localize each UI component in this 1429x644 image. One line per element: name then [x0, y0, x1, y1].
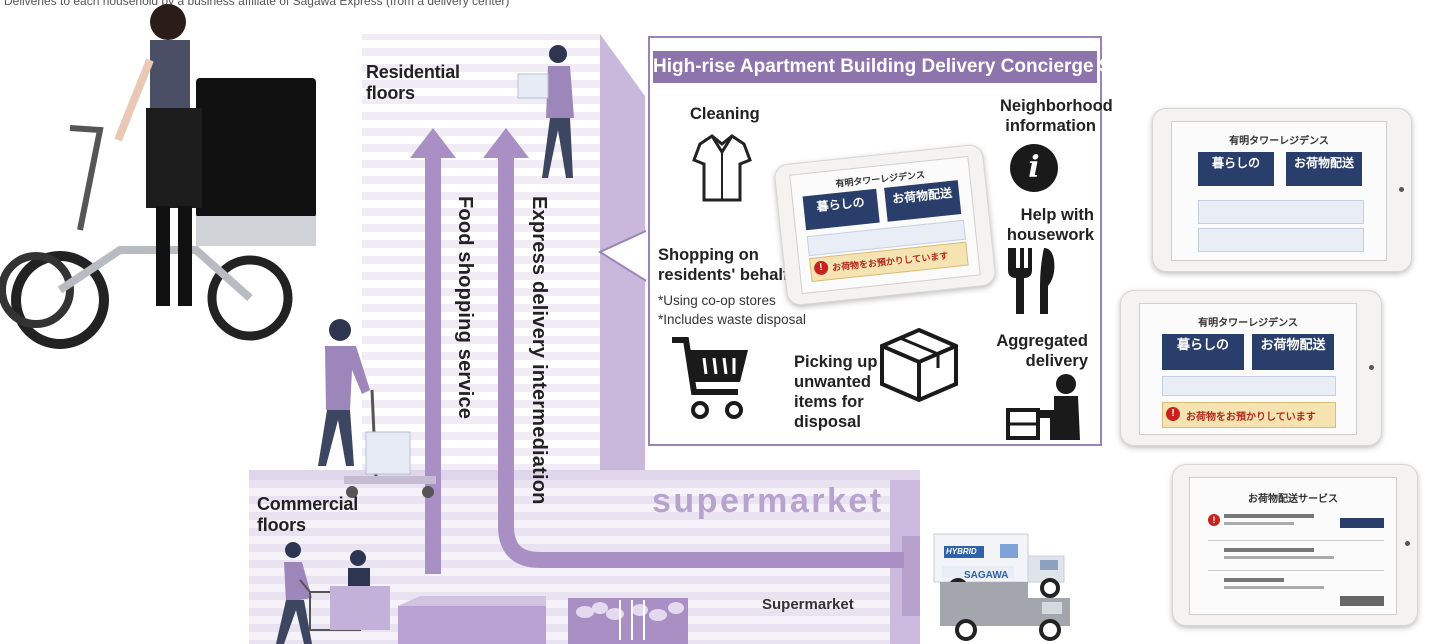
tablet-3-back-button[interactable]: [1340, 596, 1384, 606]
tablet-3: お荷物配送サービス !: [1172, 464, 1418, 626]
tablet-2-alert[interactable]: [1162, 402, 1336, 428]
tablet-3-row-2: [1224, 548, 1314, 552]
top-caption: Deliveries to each household by a busine…: [4, 0, 510, 8]
tablet-2-living-button[interactable]: 暮らしの: [1162, 334, 1244, 370]
panel-parcel-button[interactable]: お荷物配送: [884, 180, 962, 222]
fork-knife-icon: [1008, 248, 1055, 314]
tablet-1-parcel-button[interactable]: お荷物配送: [1286, 152, 1362, 186]
service-picking-label: Picking up unwanted items for disposal: [794, 353, 878, 431]
tablet-1-screen: 有明タワーレジデンス 暮らしの お荷物配送: [1171, 121, 1387, 261]
produce-bin: [568, 598, 688, 644]
person-carrying-box: [517, 45, 574, 178]
tablet-2: 有明タワーレジデンス 暮らしの お荷物配送 ! お荷物をお預かりしています: [1120, 290, 1382, 446]
tablet-3-row-1b: [1224, 522, 1294, 525]
food-arrow-shaft: [425, 150, 441, 574]
delivery-bike-rider: [0, 4, 316, 349]
note-coop: *Using co-op stores: [658, 293, 776, 308]
tablet-2-screen: 有明タワーレジデンス 暮らしの お荷物配送 ! お荷物をお預かりしています: [1139, 303, 1357, 435]
tablet-3-row-1: [1224, 514, 1314, 518]
truck-brand: SAGAWA: [964, 570, 1009, 581]
panel-living-button[interactable]: 暮らしの: [802, 188, 880, 231]
tablet-2-parcel-button[interactable]: お荷物配送: [1252, 334, 1334, 370]
express-arrow-shaft: [498, 150, 904, 568]
truck-hybrid: HYBRID: [946, 547, 977, 556]
tablet-3-row-3b: [1224, 586, 1324, 589]
info-icon: i: [1010, 144, 1058, 192]
service-shopping-label: Shopping on residents' behalf: [658, 246, 789, 284]
podium-top: [249, 470, 920, 480]
person-with-cart: [318, 319, 436, 498]
service-housework-label: Help with housework: [1006, 206, 1094, 244]
service-cleaning-label: Cleaning: [690, 105, 760, 123]
panel-tablet-screen: 有明タワーレジデンス 暮らしの お荷物配送 ! お荷物をお預かりしています: [789, 155, 981, 295]
tablet-1-notice-bar: [1198, 200, 1364, 224]
supermarket-sign: supermarket: [652, 482, 884, 520]
service-neighborhood-label: Neighborhood information: [1000, 97, 1113, 135]
shirt-icon: [692, 134, 752, 202]
tablet-1-notice-bar-2: [1198, 228, 1364, 252]
delivery-person-icon: [1006, 374, 1080, 440]
shopper-with-cart: [276, 542, 361, 644]
podium-door: [902, 536, 920, 616]
tablet-2-alert-icon: !: [1166, 407, 1180, 421]
tablet-3-alert-icon: !: [1208, 514, 1220, 526]
tablet-3-row-3: [1224, 578, 1284, 582]
supermarket-label: Supermarket: [762, 596, 854, 613]
panel-title: High-rise Apartment Building Delivery Co…: [653, 51, 1167, 83]
tablet-3-title: お荷物配送サービス: [1248, 494, 1338, 505]
residential-floors-label: Residential floors: [366, 62, 460, 103]
note-waste: *Includes waste disposal: [658, 312, 806, 327]
food-arrow-head: [410, 128, 456, 158]
shopping-cart-icon: [672, 337, 748, 419]
tablet-1: 有明タワーレジデンス 暮らしの お荷物配送: [1152, 108, 1412, 272]
tablet-2-notice-bar: [1162, 376, 1336, 396]
tablet-3-confirm-button[interactable]: [1340, 518, 1384, 528]
tablet-3-row-2b: [1224, 556, 1334, 559]
cashier: [330, 550, 390, 630]
service-aggregated-label: Aggregated delivery: [996, 332, 1088, 370]
shelf-left: [398, 606, 546, 644]
food-shopping-service-label: Food shopping service: [454, 196, 476, 420]
tablet-3-screen: お荷物配送サービス !: [1189, 477, 1397, 615]
express-delivery-label: Express delivery intermediation: [528, 196, 550, 505]
tablet-1-living-button[interactable]: 暮らしの: [1198, 152, 1274, 186]
express-arrow-head: [483, 128, 529, 158]
panel-tablet: 有明タワーレジデンス 暮らしの お荷物配送 ! お荷物をお預かりしています: [773, 143, 997, 307]
box-icon: [880, 327, 958, 403]
tablet-2-alert-text: お荷物をお預かりしています: [1186, 412, 1316, 423]
tablet-2-title: 有明タワーレジデンス: [1198, 318, 1298, 329]
tablet-1-title: 有明タワーレジデンス: [1229, 136, 1329, 147]
commercial-floors-label: Commercial floors: [257, 494, 359, 535]
truck-gray: [940, 582, 1070, 641]
